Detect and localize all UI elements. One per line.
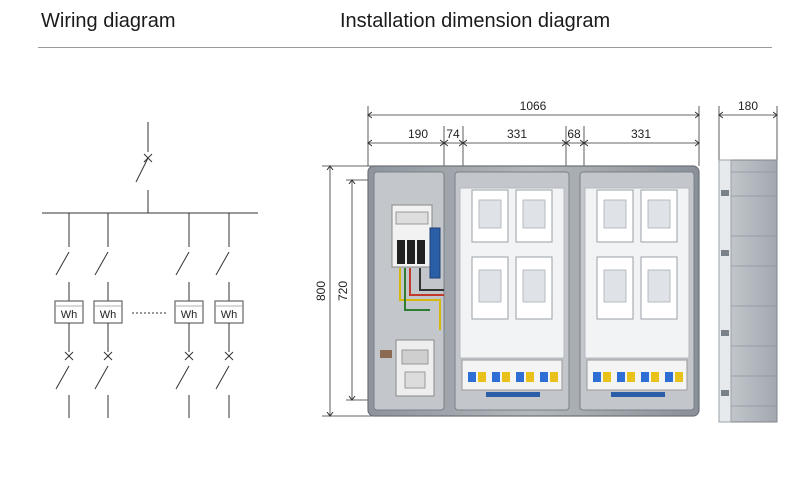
dim-segment-3: 331 (507, 127, 527, 141)
branch-2 (93, 213, 123, 418)
dimension-lines (322, 106, 777, 416)
header-divider (38, 47, 772, 48)
installation-diagram-title: Installation dimension diagram (340, 10, 611, 32)
enclosure-front (367, 165, 700, 417)
cable-clamp (380, 350, 392, 358)
meter-label-1: Wh (61, 309, 78, 321)
dim-segment-1: 190 (408, 127, 428, 141)
wiring-diagram (42, 122, 258, 418)
residual-device (395, 339, 435, 397)
branch-3 (174, 213, 204, 418)
enclosure-side (718, 159, 778, 423)
wire-green (404, 268, 430, 311)
dim-segment-4: 68 (567, 127, 581, 141)
branch-4 (214, 213, 244, 418)
dim-segment-2: 74 (446, 127, 460, 141)
wiring-diagram-title: Wiring diagram (41, 10, 176, 32)
meter-label-2: Wh (100, 309, 117, 321)
main-switch-blade (135, 157, 149, 183)
main-breaker (391, 204, 433, 268)
wire-red (409, 268, 444, 296)
dim-inner-height: 720 (336, 281, 350, 301)
dim-overall-height: 800 (314, 281, 328, 301)
meter-label-3: Wh (181, 309, 198, 321)
dim-segment-5: 331 (631, 127, 651, 141)
terminal-block (429, 227, 441, 279)
wire-yellow (399, 268, 441, 330)
dim-overall-width: 1066 (520, 99, 547, 113)
branch-1 (54, 213, 84, 418)
dim-depth: 180 (738, 99, 758, 113)
wire-black (419, 268, 444, 291)
mcb-row-right (586, 359, 688, 397)
meter-label-4: Wh (221, 309, 238, 321)
mcb-row-left (461, 359, 563, 397)
